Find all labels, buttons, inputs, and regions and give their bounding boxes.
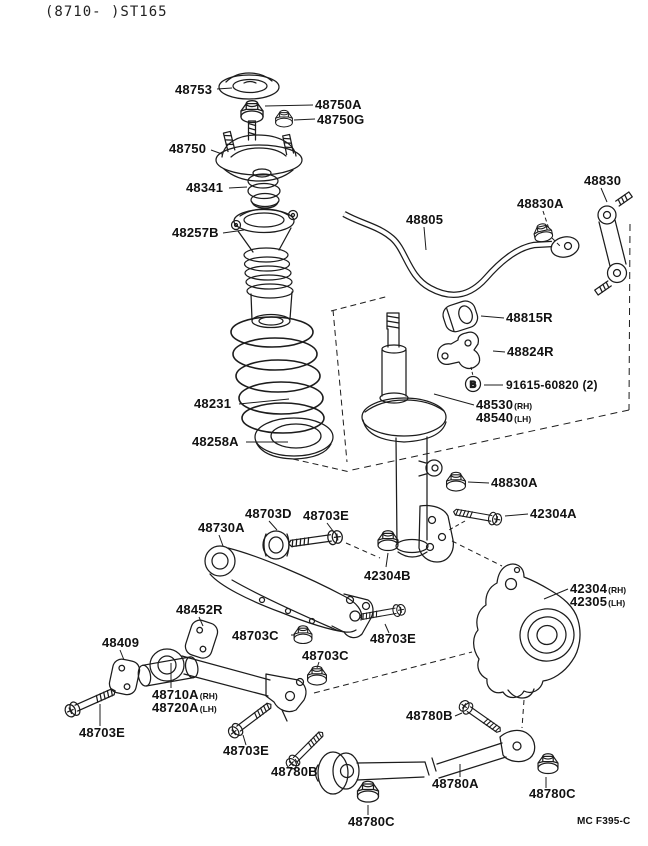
part-label-48830a-upper: 48830A	[517, 196, 564, 211]
stabilizer-bushing-drawing	[442, 300, 479, 333]
suspension-support-cap-drawing	[218, 72, 280, 100]
nut-48780c-right-drawing	[537, 753, 559, 775]
part-label-48780b-left: 48780B	[271, 764, 318, 779]
nut-42304b-drawing	[377, 530, 399, 552]
part-label-42304-rh: 42304(RH)	[570, 581, 626, 596]
cam-bolt-sleeve-drawing	[137, 656, 199, 687]
bolt-symbol-b: B	[464, 375, 482, 393]
bolt-symbol-letter: B	[470, 380, 477, 390]
bolt-48703e-mid-drawing	[358, 602, 407, 624]
part-label-48750g: 48750G	[317, 112, 364, 127]
part-label-48730a: 48730A	[198, 520, 245, 535]
spring-bumper-drawing	[247, 168, 281, 209]
part-label-48703e-center: 48703E	[223, 743, 269, 758]
upper-arm-bushing-drawing	[262, 530, 290, 560]
page-header-code: (8710- )ST165	[45, 4, 168, 20]
stabilizer-bracket-drawing	[436, 331, 481, 370]
part-label-42304a: 42304A	[530, 506, 577, 521]
part-label-48750: 48750	[169, 141, 206, 156]
part-label-48780a: 48780A	[432, 776, 479, 791]
part-label-48780b-right: 48780B	[406, 708, 453, 723]
part-label-48409: 48409	[102, 635, 139, 650]
part-label-48815r: 48815R	[506, 310, 553, 325]
steering-knuckle-drawing	[473, 563, 581, 699]
nut-48703c-drawing	[293, 625, 313, 645]
stabilizer-link-drawing	[594, 191, 633, 296]
bolt-48703e-center-drawing	[225, 698, 276, 742]
part-label-48703c: 48703C	[232, 628, 279, 643]
part-label-48780c-right: 48780C	[529, 786, 576, 801]
upper-arm-drawing	[204, 545, 374, 639]
part-label-48710a-rh: 48710A(RH)	[152, 687, 218, 702]
part-label-48830: 48830	[584, 173, 621, 188]
stabilizer-nut-lower-drawing	[445, 471, 467, 492]
part-label-48703d: 48703D	[245, 506, 292, 521]
track-bar-drawing	[314, 729, 536, 795]
part-label-48231: 48231	[194, 396, 231, 411]
coil-spring-drawing	[230, 316, 325, 434]
lower-arm-drawing	[149, 648, 307, 722]
part-label-48824r: 48824R	[507, 344, 554, 359]
bolt-42304a-drawing	[451, 504, 504, 527]
part-label-48341: 48341	[186, 180, 223, 195]
part-label-42305-lh: 42305(LH)	[570, 594, 625, 609]
dust-cover-drawing	[230, 208, 299, 329]
part-label-48703e-upper: 48703E	[303, 508, 349, 523]
cam-plate-48452r-drawing	[184, 619, 219, 659]
shock-absorber-drawing	[361, 312, 454, 563]
part-label-48258a: 48258A	[192, 434, 239, 449]
part-label-48452r: 48452R	[176, 602, 223, 617]
part-label-48805: 48805	[406, 212, 443, 227]
nut-48780c-center-drawing	[356, 780, 380, 803]
bolt-48703e-left-drawing	[62, 683, 119, 720]
stabilizer-bar-drawing	[342, 211, 580, 298]
part-label-48257b: 48257B	[172, 225, 219, 240]
stabilizer-nut-upper-drawing	[531, 221, 555, 244]
nut-48703c-2-drawing	[306, 665, 328, 686]
label-leader-lines	[99, 87, 608, 815]
page-footer-code: MC F395-C	[577, 816, 630, 827]
bolt-48780b-right-drawing	[456, 697, 505, 737]
part-label-48750a: 48750A	[315, 97, 362, 112]
support-nut-48750g-drawing	[275, 109, 293, 128]
cam-plate-48409-drawing	[108, 658, 141, 696]
part-label-48830a-lower: 48830A	[491, 475, 538, 490]
part-label-48530-rh: 48530(RH)	[476, 397, 532, 412]
part-label-48703e-mid: 48703E	[370, 631, 416, 646]
part-label-48540-lh: 48540(LH)	[476, 410, 531, 425]
strut-support-drawing	[215, 120, 303, 182]
assembly-reference-lines	[292, 210, 631, 729]
part-label-48720a-lh: 48720A(LH)	[152, 700, 217, 715]
part-label-91615-60820: 91615-60820 (2)	[506, 378, 598, 392]
part-label-48703c-2: 48703C	[302, 648, 349, 663]
bolt-48703e-upper-drawing	[287, 528, 344, 552]
part-label-48703e-left: 48703E	[79, 725, 125, 740]
part-label-48753: 48753	[175, 82, 212, 97]
support-nut-48750a-drawing	[240, 100, 264, 124]
part-label-42304b: 42304B	[364, 568, 411, 583]
part-label-48780c-center: 48780C	[348, 814, 395, 829]
